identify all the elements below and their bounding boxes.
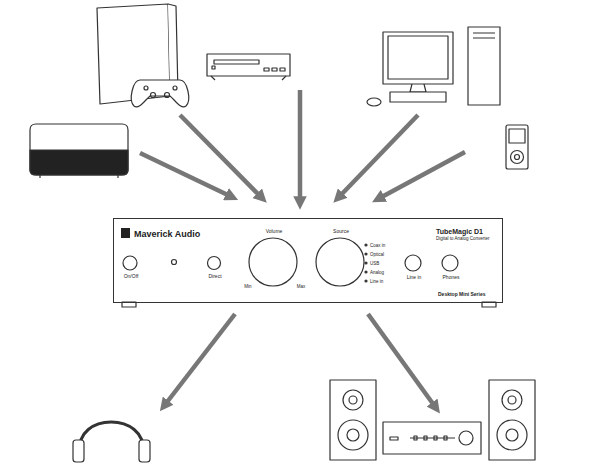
panel-label: Min [244,285,251,290]
panel-label: USB [370,262,379,267]
dac-front-panel: Maverick Audio TubeMagic D1 Digital to Ana… [113,218,503,303]
panel-label: Phones [443,275,460,280]
panel-label: Digital to Analog Converter [436,237,490,242]
panel-label: Coax in [370,244,385,249]
panel-label: Optical [370,253,384,258]
headphones [73,422,150,462]
dac-controls [121,228,496,307]
panel-label: Maverick Audio [134,230,200,239]
panel-label: Line in [407,275,422,280]
speaker-right [489,380,535,460]
panel-label: Line in [370,280,383,285]
dvd-player [207,54,290,80]
game-console [97,4,189,107]
panel-label: Analog [370,271,384,276]
panel-label: TubeMagic D1 [436,228,483,235]
panel-label: Volume [266,229,283,234]
panel-label: Direct [208,274,221,279]
panel-label: Desktop Mini Series [438,292,486,297]
flow-arrows [140,90,465,408]
panel-label: Source [333,229,349,234]
set-top-box [30,124,128,178]
panel-label: Max [297,285,306,290]
amplifier [383,422,481,454]
panel-label: On/Off [124,274,139,279]
speaker-left [330,380,376,460]
desktop-computer [367,27,500,106]
portable-player [506,125,528,169]
